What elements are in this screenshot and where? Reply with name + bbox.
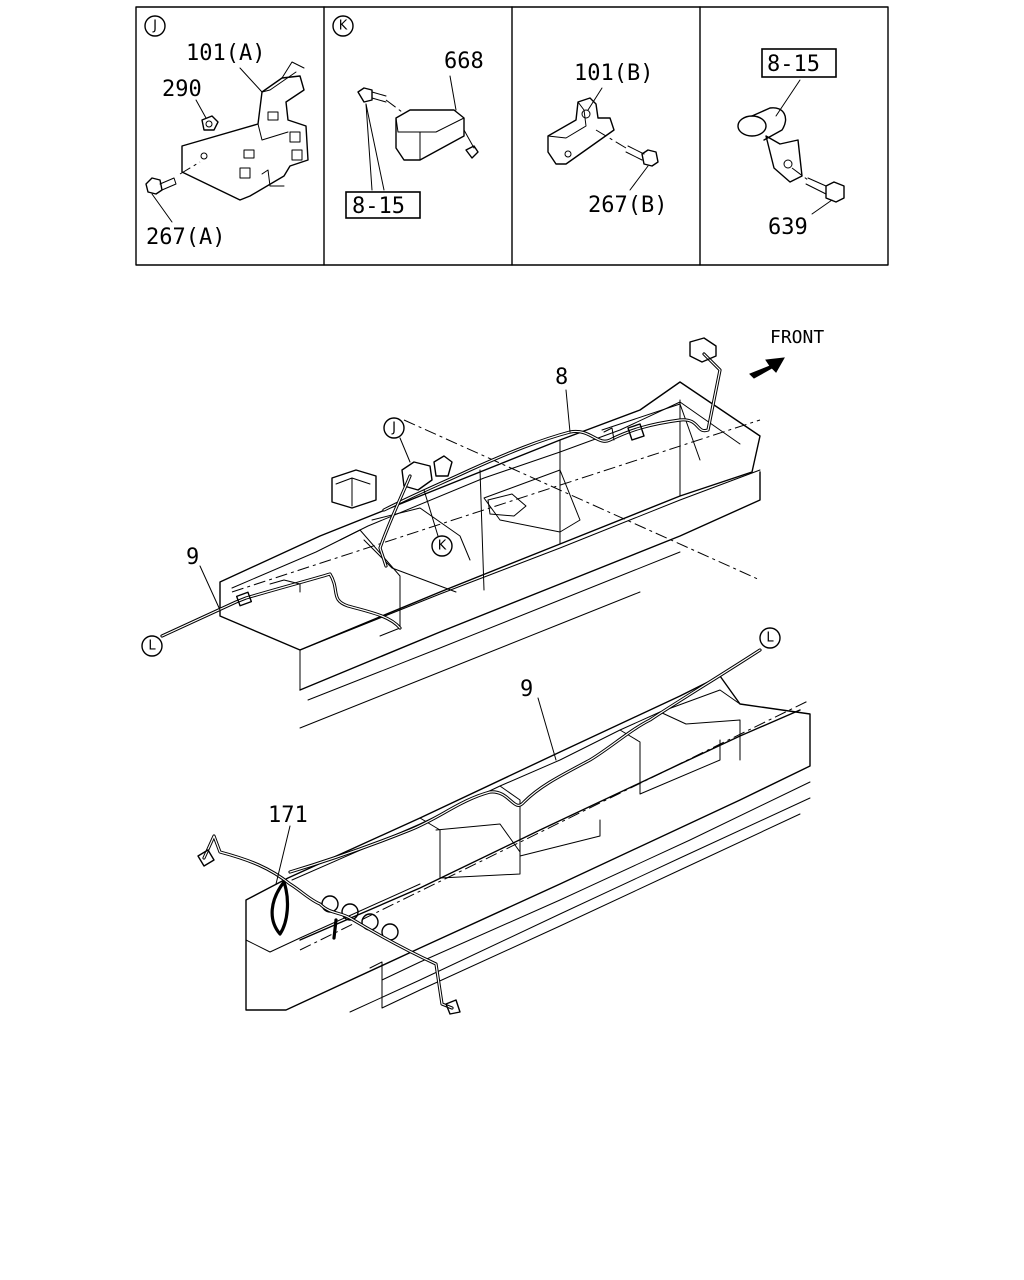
panel-j: J 101(A) 290 267(A) — [144, 15, 309, 250]
clamp-668-drawing — [395, 109, 479, 161]
panel-k: K 668 8-15 — [332, 15, 484, 219]
marker-j-text: J — [391, 421, 396, 436]
label-8-15-b: 8-15 — [767, 52, 820, 77]
label-101b: 101(B) — [574, 61, 653, 86]
leader-639 — [811, 199, 833, 215]
leader-101a — [239, 67, 263, 93]
axis-line — [179, 161, 201, 175]
bracket-101b-drawing — [547, 97, 615, 165]
leader-8-15 — [365, 103, 373, 191]
marker-l-lower-text: L — [766, 631, 774, 646]
label-668: 668 — [444, 49, 484, 74]
detail-panels: J 101(A) 290 267(A) — [135, 6, 889, 266]
panel-101b: 101(B) 267(B) — [547, 61, 667, 218]
marker-k — [431, 535, 453, 557]
bolt-267b-drawing — [625, 145, 659, 167]
marker-l-upper-text: L — [148, 639, 156, 654]
callout-171: 171 — [268, 803, 308, 828]
component-block — [331, 469, 377, 509]
leader-668 — [449, 75, 457, 111]
bolt-k-drawing — [357, 87, 387, 103]
axis-line — [791, 167, 809, 181]
chassis-frame-lower — [245, 675, 811, 1013]
leader-101b — [587, 87, 603, 111]
leader-171 — [275, 825, 291, 885]
callout-9-lower: 9 — [520, 677, 533, 702]
leader-267b — [629, 165, 649, 191]
marker-k-text: K — [438, 539, 447, 554]
harness-9-lower — [288, 648, 762, 874]
leader-8 — [565, 389, 571, 433]
label-290: 290 — [162, 77, 202, 102]
chassis-frame-upper — [219, 381, 761, 729]
marker-l-upper — [141, 635, 163, 657]
label-267a: 267(A) — [146, 225, 225, 250]
harness-8 — [378, 337, 722, 568]
label-267b: 267(B) — [588, 193, 667, 218]
leader-290 — [195, 99, 207, 119]
leader-9-upper — [199, 565, 221, 611]
bolt-267a-drawing — [145, 177, 177, 195]
panel-8-15: 8-15 639 — [737, 48, 845, 240]
marker-l-lower — [759, 627, 781, 649]
leader-9-lower — [537, 697, 557, 761]
leader-267a — [151, 193, 173, 223]
leader-8-15 — [365, 103, 385, 191]
connector — [689, 337, 717, 363]
callout-8: 8 — [555, 365, 568, 390]
axis-line — [595, 129, 627, 149]
label-8-15: 8-15 — [352, 194, 405, 219]
label-639: 639 — [768, 215, 808, 240]
ref-box-8-15 — [761, 48, 837, 78]
nut-290-drawing — [201, 115, 219, 131]
lower-frame-assembly: 9 L 171 — [197, 627, 811, 1015]
panel-j-marker-text: J — [152, 19, 157, 34]
harness-9-upper — [160, 572, 402, 638]
upper-frame-assembly: FRONT — [141, 327, 824, 729]
bolt-639-drawing — [805, 177, 845, 203]
marker-j — [383, 417, 405, 439]
panel-j-marker — [144, 15, 166, 37]
front-arrow-icon — [749, 357, 785, 379]
front-label: FRONT — [770, 327, 824, 348]
panel-k-marker — [332, 15, 354, 37]
bracket-101a-drawing — [181, 61, 309, 201]
leader-8-15-b — [775, 79, 801, 117]
label-101a: 101(A) — [186, 41, 265, 66]
clamp-8-15-drawing — [737, 107, 803, 183]
callout-9-upper: 9 — [186, 545, 199, 570]
panel-k-marker-text: K — [339, 19, 348, 34]
harness-171 — [197, 834, 461, 1015]
axis-line — [385, 99, 403, 113]
ref-box-8-15 — [345, 191, 421, 219]
